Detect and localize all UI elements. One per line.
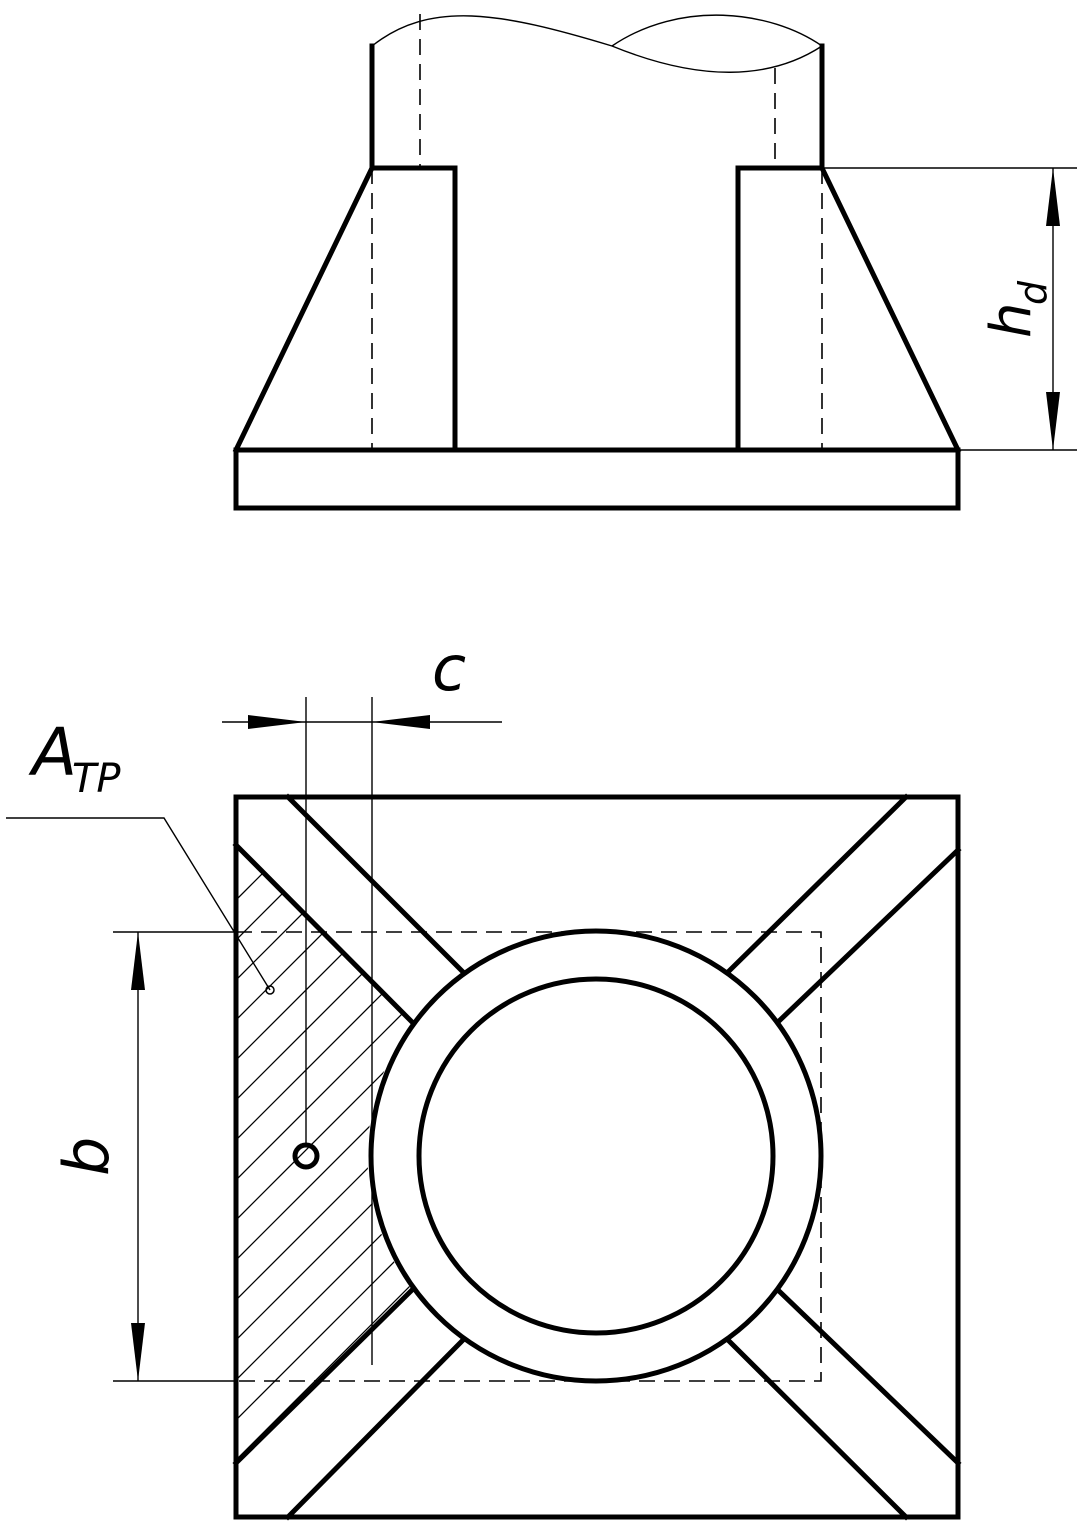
width-dimension-label: b bbox=[50, 1137, 123, 1176]
column-inner-circle bbox=[416, 976, 776, 1336]
left-rib bbox=[232, 165, 458, 454]
front-view: h d bbox=[232, 14, 1077, 511]
width-arrow-top bbox=[131, 932, 145, 990]
gap-arrow-left bbox=[248, 715, 306, 729]
arrow-head-up bbox=[1046, 168, 1060, 226]
height-dimension-label: h bbox=[979, 303, 1044, 339]
tributary-area-hatch bbox=[236, 845, 412, 1460]
anchor-bolt-icon bbox=[292, 1142, 320, 1170]
base-plate bbox=[233, 447, 961, 511]
hidden-footprint-square bbox=[235, 931, 822, 1382]
width-arrow-bottom bbox=[131, 1323, 145, 1381]
right-rib bbox=[735, 165, 962, 454]
plan-base-plate bbox=[233, 794, 961, 1520]
area-label: A bbox=[28, 714, 77, 791]
area-leader-dot bbox=[265, 985, 275, 995]
arrow-head-down bbox=[1046, 392, 1060, 450]
column-outer-circle bbox=[368, 928, 824, 1384]
area-label-subscript: TP bbox=[72, 756, 121, 802]
diagonal-ribs bbox=[232, 793, 962, 1521]
gap-arrow-right bbox=[372, 715, 430, 729]
gap-dimension-label: c bbox=[432, 632, 466, 705]
area-leader-line bbox=[6, 817, 271, 991]
height-dimension-subscript: d bbox=[1011, 280, 1055, 305]
plan-view: c b A TP bbox=[6, 632, 962, 1521]
column-break-line bbox=[371, 14, 824, 73]
